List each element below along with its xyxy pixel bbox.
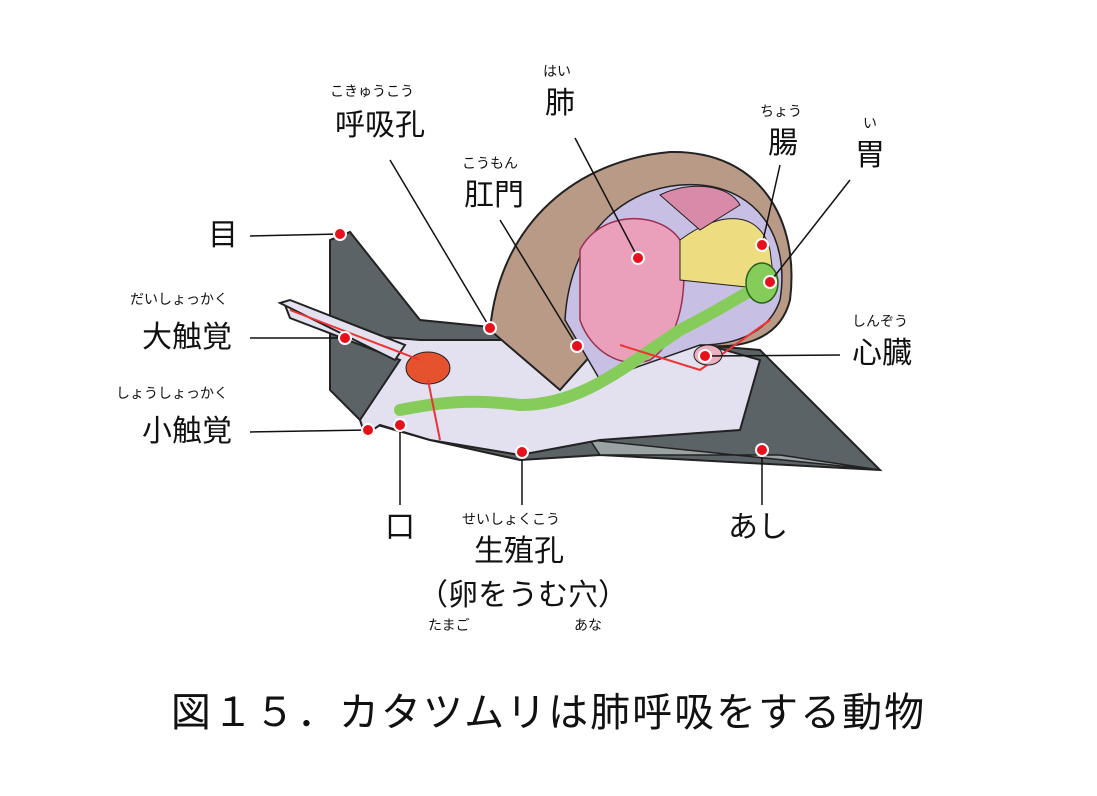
foot-sole bbox=[588, 439, 881, 471]
label-mouth: 口 bbox=[385, 510, 415, 545]
label-genital-pore-note: （卵をうむ穴） bbox=[418, 578, 628, 613]
marker-genital-pore bbox=[515, 445, 529, 459]
marker-foot bbox=[755, 443, 769, 457]
marker-small-tentacle bbox=[361, 423, 375, 437]
label-intestine: 腸 bbox=[768, 126, 798, 161]
marker-heart bbox=[698, 349, 712, 363]
ruby-genital-pore: せいしょくこう bbox=[462, 512, 560, 528]
red-vessel bbox=[289, 309, 771, 441]
label-heart: 心臓 bbox=[852, 336, 912, 371]
ruby-hole: あな bbox=[574, 618, 602, 634]
marker-intestine bbox=[755, 238, 769, 252]
ruby-big-tentacle: だいしょっかく bbox=[130, 292, 228, 308]
label-breathing-hole: 呼吸孔 bbox=[335, 108, 425, 143]
marker-eye bbox=[333, 227, 347, 241]
ruby-anus: こうもん bbox=[462, 156, 518, 172]
label-eye: 目 bbox=[208, 218, 238, 253]
ruby-breathing-hole: こきゅうこう bbox=[330, 84, 414, 100]
digestive-tract bbox=[394, 274, 776, 416]
label-stomach: 胃 bbox=[855, 138, 885, 173]
lung bbox=[579, 218, 685, 364]
label-big-tentacle: 大触覚 bbox=[142, 320, 232, 355]
leader-lung bbox=[574, 137, 639, 259]
ruby-stomach: い bbox=[863, 116, 877, 132]
label-genital-pore: 生殖孔 bbox=[474, 534, 564, 569]
marker-anus bbox=[570, 339, 584, 353]
stomach bbox=[745, 262, 779, 304]
ruby-small-tentacle: しょうしょっかく bbox=[116, 386, 228, 402]
ruby-egg: たまご bbox=[428, 618, 470, 634]
leader-heart bbox=[704, 354, 841, 357]
leader-eye bbox=[249, 233, 341, 237]
marker-stomach bbox=[763, 275, 777, 289]
markers bbox=[333, 227, 777, 459]
ruby-lung: はい bbox=[543, 64, 571, 80]
figure-caption: 図１５．カタツムリは肺呼吸をする動物 bbox=[170, 690, 927, 736]
marker-lung bbox=[631, 251, 645, 265]
ruby-heart: しんぞう bbox=[852, 314, 908, 330]
marker-big-tentacle bbox=[338, 331, 352, 345]
pink-organ bbox=[659, 185, 741, 231]
leader-breathing-hole bbox=[389, 159, 491, 329]
leader-small-tentacle bbox=[249, 429, 369, 433]
marker-mouth bbox=[393, 418, 407, 432]
leader-anus bbox=[499, 219, 578, 347]
ruby-intestine: ちょう bbox=[760, 104, 802, 120]
label-small-tentacle: 小触覚 bbox=[142, 414, 232, 449]
label-anus: 肛門 bbox=[464, 178, 524, 213]
leader-intestine bbox=[761, 164, 781, 246]
label-foot: あし bbox=[728, 510, 788, 545]
marker-breathing-hole bbox=[483, 321, 497, 335]
label-lung: 肺 bbox=[545, 86, 575, 121]
leader-lines bbox=[249, 137, 851, 505]
leader-stomach bbox=[769, 179, 851, 283]
